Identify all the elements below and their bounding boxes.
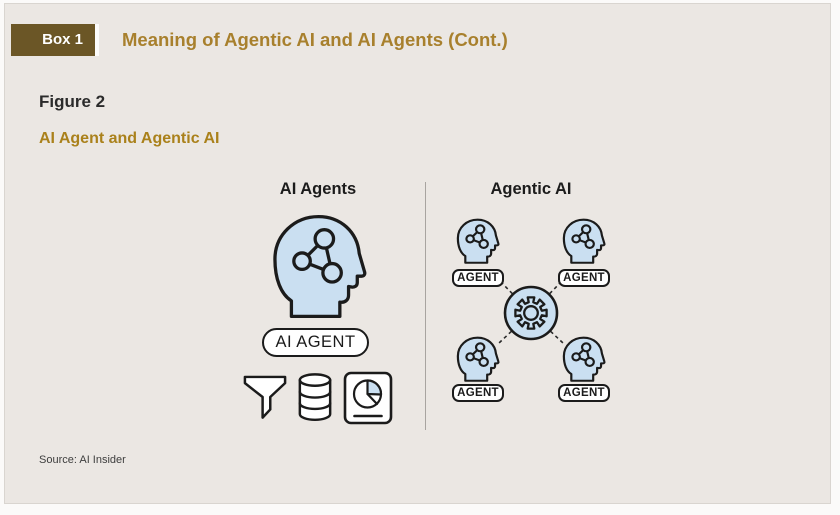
agent-head-icon-top-left bbox=[456, 218, 500, 264]
box-title: Meaning of Agentic AI and AI Agents (Con… bbox=[122, 29, 508, 50]
figure-title: AI Agent and Agentic AI bbox=[39, 130, 220, 147]
agentic-ai-cluster: AGENT AGENT AGENT AGENT bbox=[440, 209, 630, 405]
ai-agent-label: AI AGENT bbox=[275, 333, 356, 351]
funnel-icon bbox=[243, 375, 287, 419]
agent-label: AGENT bbox=[563, 387, 605, 399]
pie-chart-report-icon bbox=[343, 371, 393, 425]
figure-number: Figure 2 bbox=[39, 92, 106, 111]
agent-head-icon-bottom-left bbox=[456, 336, 500, 382]
agent-label: AGENT bbox=[457, 272, 499, 284]
box-number-badge: Box 1 bbox=[11, 24, 99, 56]
gear-hub-icon bbox=[503, 285, 559, 341]
agent-head-icon-bottom-right bbox=[562, 336, 606, 382]
ai-agent-pill: AI AGENT bbox=[262, 328, 369, 357]
agent-pill-bottom-left: AGENT bbox=[452, 384, 504, 402]
agent-pill-top-left: AGENT bbox=[452, 269, 504, 287]
agent-label: AGENT bbox=[563, 272, 605, 284]
agent-head-icon-top-right bbox=[562, 218, 606, 264]
figure-card: Box 1 Meaning of Agentic AI and AI Agent… bbox=[4, 3, 831, 504]
database-icon bbox=[298, 373, 332, 422]
agent-pill-top-right: AGENT bbox=[558, 269, 610, 287]
source-text: Source: AI Insider bbox=[39, 454, 126, 466]
right-panel-heading: Agentic AI bbox=[490, 180, 572, 198]
agent-label: AGENT bbox=[457, 387, 499, 399]
agent-pill-bottom-right: AGENT bbox=[558, 384, 610, 402]
head-with-network-icon bbox=[273, 214, 367, 319]
panel-divider bbox=[425, 182, 426, 430]
left-panel-heading: AI Agents bbox=[279, 180, 357, 198]
